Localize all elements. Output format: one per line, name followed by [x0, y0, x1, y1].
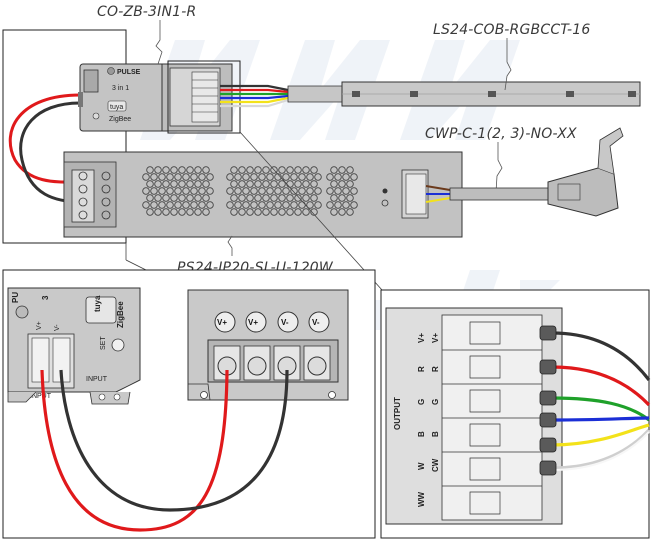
closeup-vminus: V-: [54, 324, 61, 331]
controller-mode: 3 in 1: [112, 85, 129, 92]
controller-device: PULSE 3 in 1 tuya ZigBee: [78, 60, 241, 134]
psu-closeup: V+ V+ V- V-: [187, 289, 349, 401]
closeup-input-2: INPUT: [86, 376, 108, 383]
output-col2-row1: V+: [431, 333, 440, 343]
output-title: OUTPUT: [393, 397, 402, 430]
plug: [547, 167, 619, 217]
ac-cable: [425, 127, 624, 217]
psu-closeup-terminal-labels: V+ V+ V- V-: [214, 311, 330, 333]
controller-input-terminal: [27, 333, 75, 389]
red-wire-top: [8, 93, 83, 184]
closeup-three: 3: [41, 295, 50, 300]
controller-brand: PULSE: [117, 69, 141, 76]
output-col1-row2: R: [417, 366, 426, 372]
controller-closeup: PU 3 V+ V- tuya ZigBee SET INPUT INPUT: [7, 287, 141, 405]
closeup-zigbee: ZigBee: [116, 301, 125, 328]
leader-controller: [155, 20, 163, 65]
psu-terminal-label-3: V-: [281, 318, 289, 327]
leader-strip: [504, 38, 512, 91]
psu-device: [63, 151, 463, 238]
psu-vent-middle: [226, 166, 322, 216]
output-sleeves: [539, 325, 557, 476]
closeup-brand: PU: [11, 292, 20, 303]
leader-psu: [227, 235, 233, 256]
closeup-input-1: INPUT: [30, 393, 52, 400]
output-col2-row4: B: [431, 431, 440, 437]
label-controller: CO-ZB-3IN1-R: [97, 4, 196, 20]
closeup-tuya: tuya: [93, 295, 102, 312]
rgbcct-wires-top: [220, 84, 289, 108]
detail-frame: [2, 29, 127, 244]
output-col1-row4: B: [417, 431, 426, 437]
red-wire-bottom: [40, 369, 229, 532]
output-col1-row5: W: [417, 462, 426, 470]
leader-cable: [495, 142, 503, 193]
label-strip: LS24-COB-RGBCCT-16: [433, 22, 591, 38]
label-cable: CWP-C-1(2, 3)-NO-XX: [425, 126, 577, 142]
output-col2-row5: CW: [431, 458, 440, 472]
psu-terminal-label-4: V-: [312, 318, 320, 327]
psu-terminal-label-2: V+: [248, 318, 258, 327]
output-col1-row3: G: [417, 399, 426, 405]
psu-vent-left: [142, 166, 214, 216]
zoom-line-controller: [239, 131, 383, 291]
psu-top-terminals: [71, 169, 111, 223]
led-strip: [287, 81, 641, 107]
controller-output-block: [169, 67, 221, 127]
psu-terminal-label-1: V+: [217, 318, 227, 327]
output-col1-row6: WW: [417, 491, 426, 507]
black-wire-bottom: [59, 369, 289, 512]
output-col2-row2: R: [431, 366, 440, 372]
controller-tuya: tuya: [110, 104, 123, 111]
output-block-closeup: OUTPUT V+ R G B W WW V+ R G B CW: [385, 307, 563, 525]
closeup-vplus: V+: [36, 321, 43, 330]
psu-vent-right: [326, 166, 358, 216]
rgbcct-wires-bottom: [551, 331, 651, 471]
controller-zigbee: ZigBee: [109, 116, 131, 123]
black-wire-top: [19, 101, 83, 204]
closeup-set: SET: [100, 336, 107, 350]
output-col2-row3: G: [431, 399, 440, 405]
output-col1-row1: V+: [417, 333, 426, 343]
